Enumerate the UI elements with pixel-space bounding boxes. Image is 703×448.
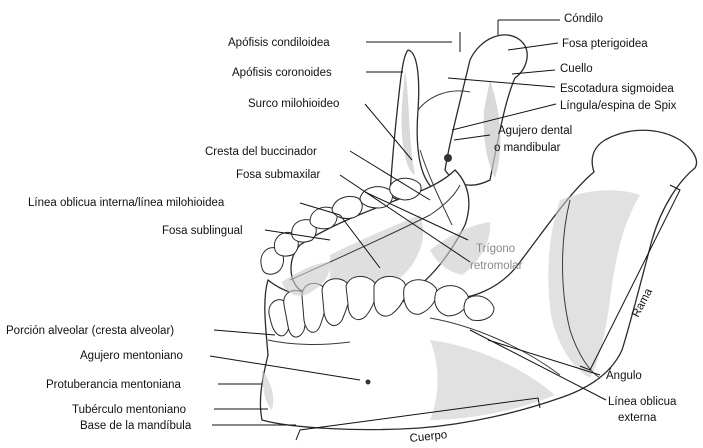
label-surco-milohioideo: Surco milohioideo	[248, 98, 339, 110]
label-linea-oblicua-externa-2: externa	[618, 412, 657, 424]
label-porcion-alveolar: Porción alveolar (cresta alveolar)	[6, 325, 174, 337]
mandibular-foramen	[444, 154, 452, 162]
label-cuerpo: Cuerpo	[409, 429, 448, 445]
label-apofisis-condiloidea: Apófisis condiloidea	[228, 37, 330, 49]
label-cuello: Cuello	[560, 63, 593, 75]
label-angulo: Ángulo	[606, 369, 642, 382]
label-escotadura-sigmoidea: Escotadura sigmoidea	[560, 83, 674, 95]
label-agujero-dental-1: Agujero dental	[498, 125, 572, 137]
label-condilo: Cóndilo	[564, 13, 603, 25]
mental-foramen	[366, 380, 371, 385]
label-agujero-dental-2: o mandibular	[494, 142, 561, 154]
label-protuberancia-mentoniana: Protuberancia mentoniana	[46, 379, 181, 391]
label-fosa-pterigoidea: Fosa pterigoidea	[562, 38, 648, 50]
label-trigono-1: Trígono	[476, 243, 515, 255]
label-tuberculo-mentoniano: Tubérculo mentoniano	[72, 404, 186, 416]
coronoid-process	[390, 50, 432, 200]
label-linea-oblicua-interna: Línea oblicua interna/línea milohioidea	[28, 197, 225, 209]
label-fosa-sublingual: Fosa sublingual	[162, 225, 243, 237]
label-agujero-mentoniano: Agujero mentoniano	[80, 350, 183, 362]
label-linea-oblicua-externa-1: Línea oblicua	[608, 396, 677, 408]
label-base-mandibula: Base de la mandíbula	[80, 420, 192, 432]
label-lingula: Língula/espina de Spix	[560, 100, 677, 112]
label-cresta-buccinador: Cresta del buccinador	[205, 146, 317, 158]
label-fosa-submaxilar: Fosa submaxilar	[236, 169, 321, 181]
label-apofisis-coronoides: Apófisis coronoides	[232, 67, 332, 79]
label-trigono-2: retromolar	[470, 260, 523, 272]
